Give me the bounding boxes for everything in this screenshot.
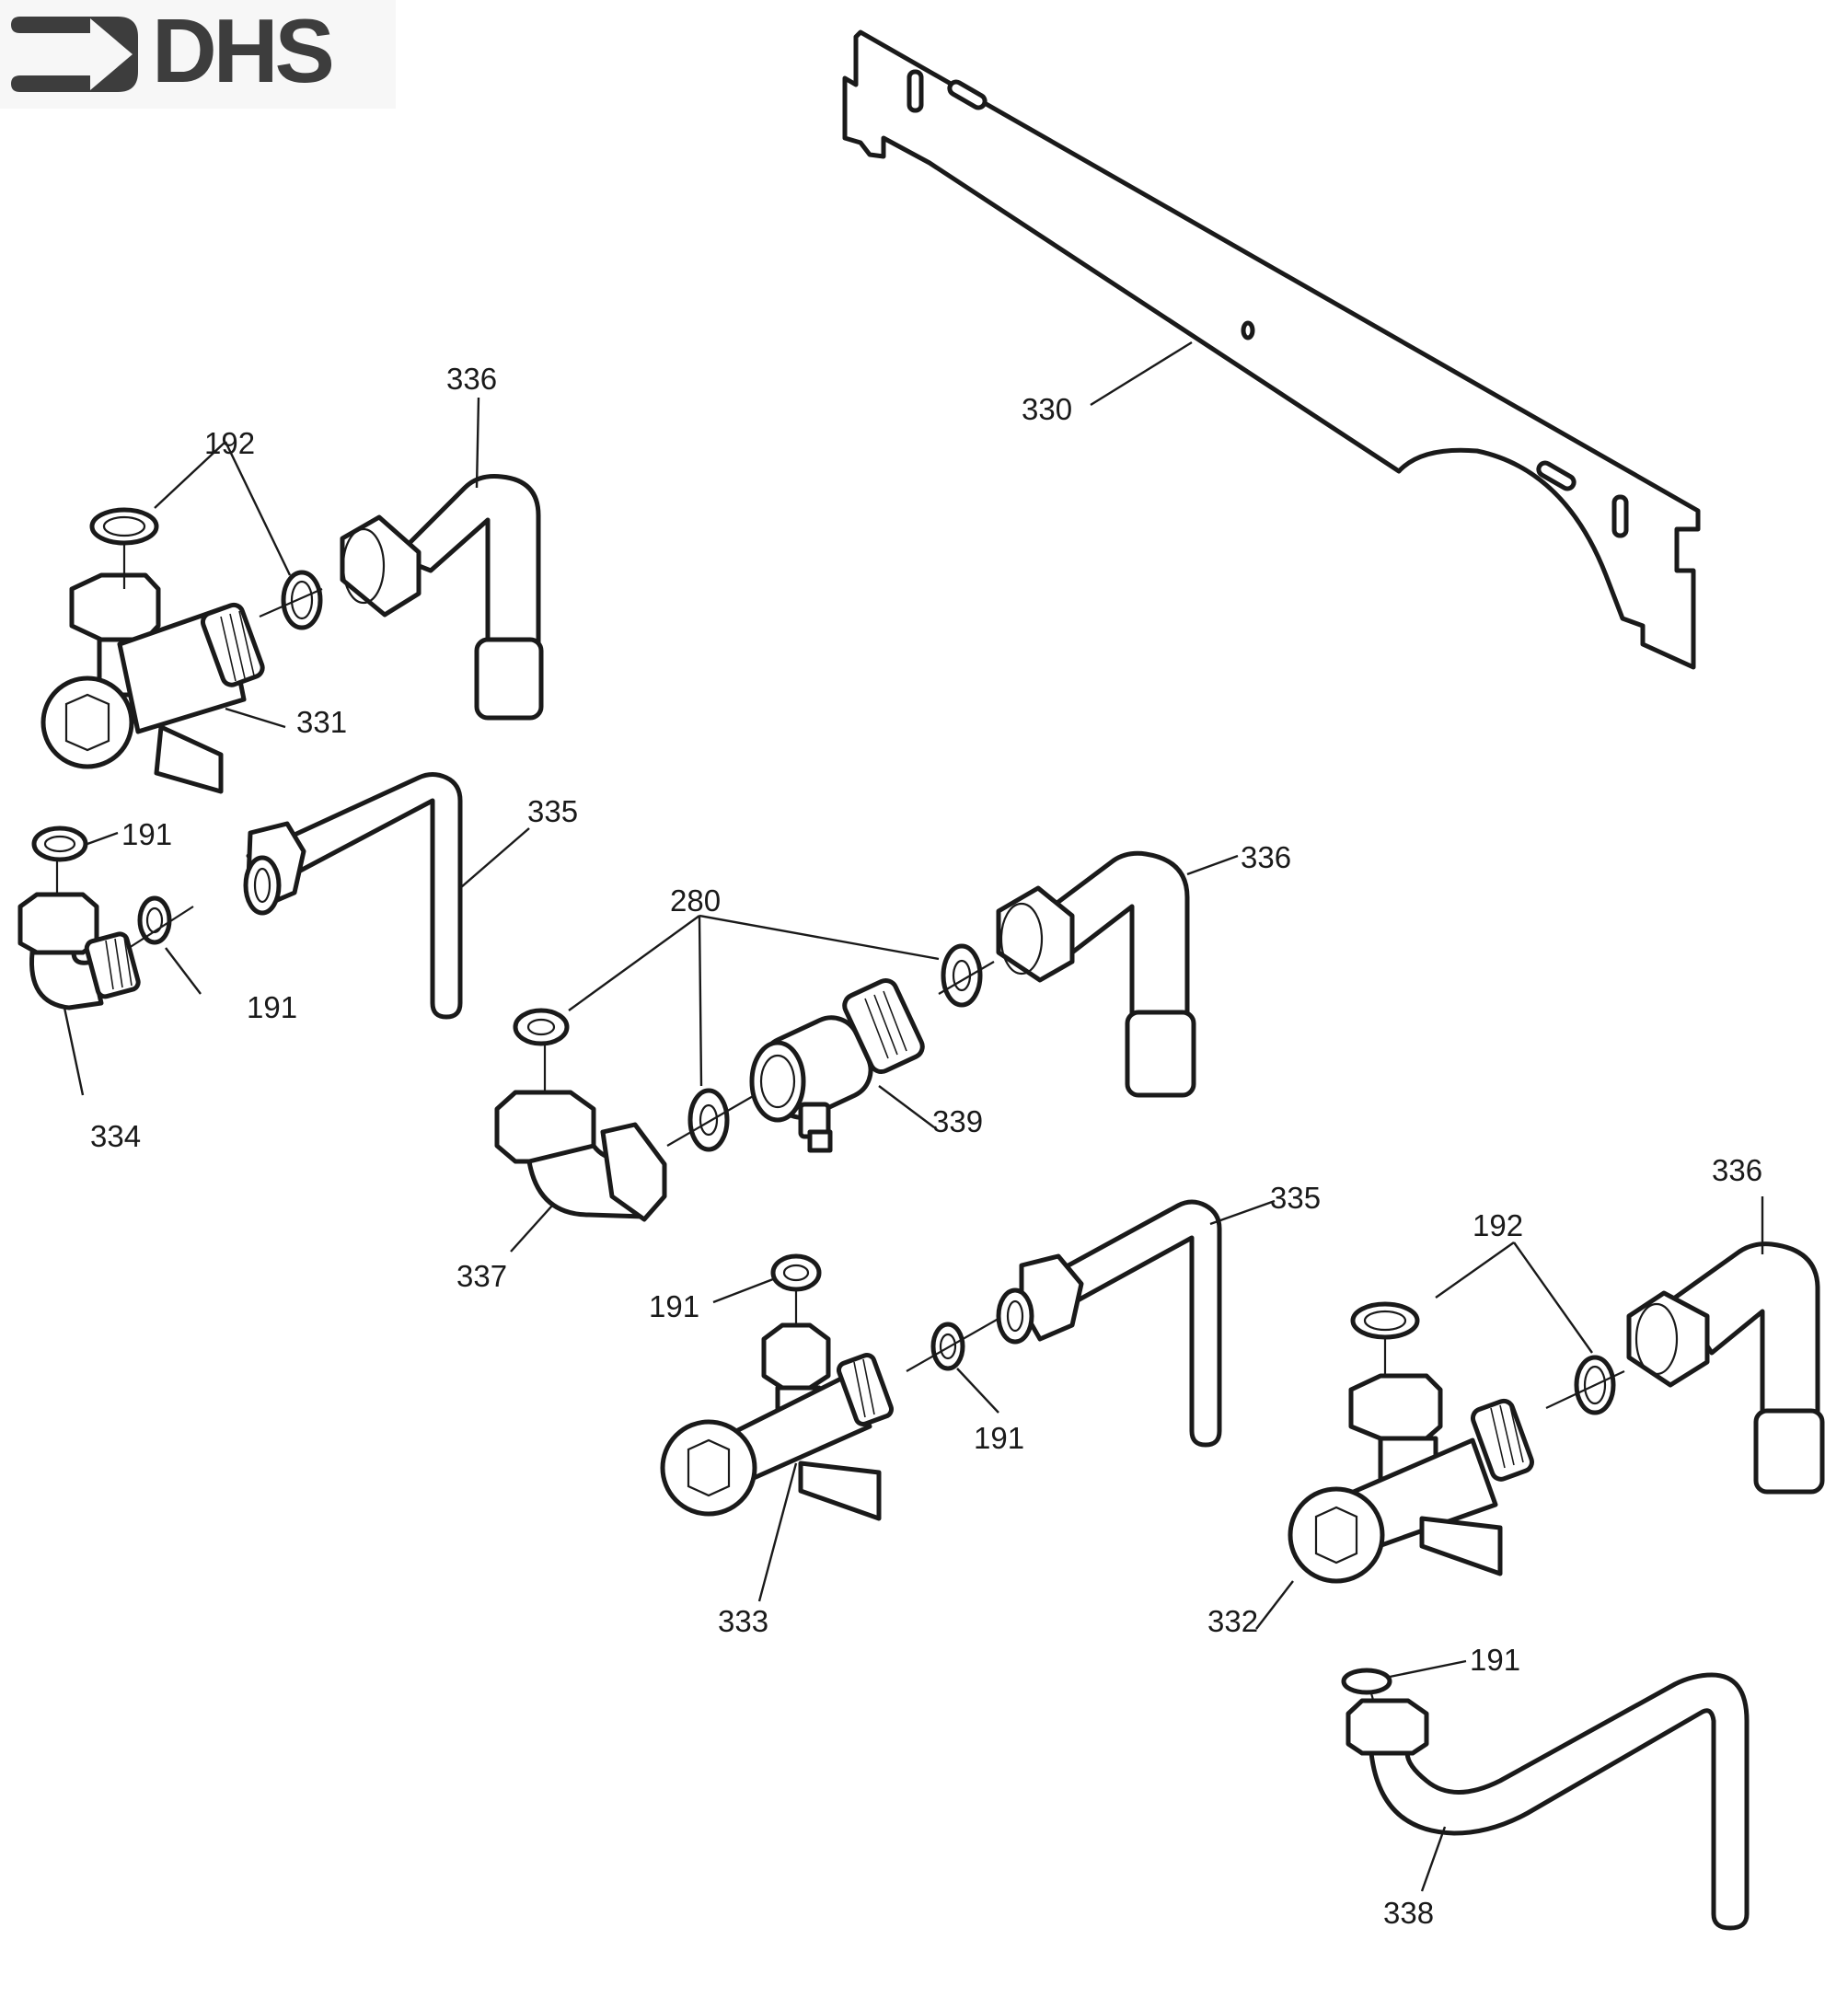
- label-191-pipe338: 191: [1470, 1643, 1521, 1677]
- label-280: 280: [670, 883, 722, 918]
- label-335-left: 335: [527, 794, 579, 828]
- label-338: 338: [1383, 1896, 1435, 1930]
- label-192-top-left: 192: [204, 426, 256, 460]
- label-332: 332: [1207, 1604, 1259, 1638]
- washer-191-elbow-side: [137, 895, 172, 945]
- elbow-334: [17, 892, 141, 1010]
- washer-191-elbow-top: [31, 826, 88, 862]
- label-191-valve333-side: 191: [974, 1421, 1025, 1455]
- washer-280-left: [687, 1088, 730, 1152]
- arrow-right-icon: [11, 17, 138, 92]
- label-334: 334: [90, 1119, 142, 1153]
- logo-text: DHS: [152, 0, 335, 101]
- valve-339: [749, 977, 925, 1153]
- washer-191-valve333-side: [930, 1322, 965, 1371]
- washer-192-right-top: [1350, 1301, 1420, 1340]
- pipe-338: [1346, 1672, 1750, 1931]
- label-336-center: 336: [1241, 840, 1292, 874]
- label-191-valve333-top: 191: [649, 1289, 700, 1323]
- label-336-top-left: 336: [446, 362, 498, 396]
- elbow-337: [494, 1090, 667, 1222]
- valve-331: [40, 572, 265, 794]
- label-192-right: 192: [1473, 1208, 1524, 1242]
- label-333: 333: [718, 1604, 769, 1638]
- washer-192-top: [89, 507, 159, 546]
- valve-332: [1288, 1373, 1534, 1584]
- pipe-336-top-left: [340, 474, 544, 721]
- washer-192-side: [281, 570, 323, 630]
- pipe-336-center: [996, 850, 1196, 1098]
- label-191-elbow-side: 191: [247, 990, 298, 1024]
- label-330: 330: [1022, 392, 1073, 426]
- pipe-335-right: [996, 1199, 1222, 1448]
- dhs-logo: DHS: [0, 0, 396, 109]
- label-331: 331: [296, 705, 348, 739]
- washer-191-valve333-top: [770, 1253, 822, 1292]
- washer-280-top: [513, 1008, 570, 1046]
- pipe-335-left: [243, 772, 463, 1020]
- label-337: 337: [456, 1259, 508, 1293]
- valve-333: [660, 1322, 895, 1521]
- pipe-336-right: [1626, 1241, 1825, 1495]
- mounting-bracket-330: [842, 29, 1701, 670]
- label-336-right: 336: [1712, 1153, 1763, 1187]
- washer-191-pipe338: [1341, 1668, 1392, 1695]
- label-335-right: 335: [1270, 1181, 1322, 1215]
- label-339: 339: [932, 1104, 984, 1138]
- washer-280-right: [941, 943, 983, 1008]
- label-191-elbow-top: 191: [121, 817, 173, 851]
